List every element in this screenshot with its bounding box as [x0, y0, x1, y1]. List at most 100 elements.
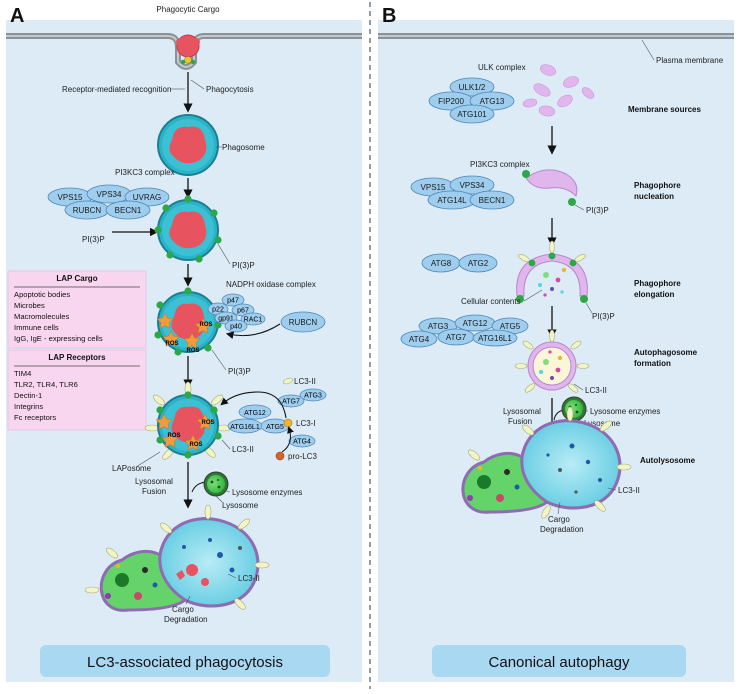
- arrow-lc3-conjugation: [220, 391, 287, 419]
- lc3ii-label-b2: LC3-II: [618, 486, 640, 495]
- lc3i-icon: [283, 418, 293, 428]
- lysosome-a: [203, 471, 229, 497]
- plasma-membrane-label: Plasma membrane: [656, 56, 724, 65]
- cargo-degradation-label-b1: Cargo: [548, 515, 570, 524]
- svg-text:VPS15: VPS15: [421, 183, 446, 192]
- membrane-source-vesicles: [522, 64, 595, 117]
- rac1-protein: [240, 312, 266, 326]
- svg-text:ATG5: ATG5: [500, 322, 521, 331]
- pi3p-label-b1: PI(3)P: [586, 206, 609, 215]
- lysosomal-fusion-label-a2: Fusion: [142, 487, 166, 496]
- lysosome-b: [561, 396, 587, 422]
- step-autophagosome-2: formation: [634, 359, 671, 368]
- phagosome-pi3p: [154, 195, 222, 263]
- panel-a-letter: A: [10, 5, 24, 27]
- phagophore-elongation: [516, 240, 588, 303]
- lap-cargo-title: LAP Cargo: [56, 274, 97, 283]
- ros-label: ROS: [199, 322, 212, 328]
- lap-receptor-item: Integrins: [14, 402, 43, 411]
- ulk-complex-label: ULK complex: [478, 63, 526, 72]
- phagosome-label: Phagosome: [222, 143, 265, 152]
- lap-cargo-item: Microbes: [14, 301, 45, 310]
- ros-label: ROS: [189, 442, 202, 448]
- lysosomal-fusion-label-b1: Lysosomal: [503, 407, 541, 416]
- step-autolysosome: Autolysosome: [640, 456, 696, 465]
- atg-conjugation-a: ATG12 ATG16L1 ATG5 ATG7 ATG3 ATG4: [227, 388, 327, 448]
- svg-text:ATG7: ATG7: [446, 333, 467, 342]
- svg-text:p67: p67: [237, 308, 249, 315]
- svg-text:BECN1: BECN1: [115, 206, 142, 215]
- svg-text:ATG2: ATG2: [468, 259, 489, 268]
- lc3i-label: LC3-I: [296, 419, 316, 428]
- pi3kc3-label-b: PI3KC3 complex: [470, 160, 530, 169]
- atg16l1-protein-b: [472, 329, 518, 347]
- phagocytic-cargo: [176, 34, 200, 65]
- lap-receptor-item: Fc receptors: [14, 413, 56, 422]
- svg-text:gp91: gp91: [218, 316, 234, 323]
- svg-text:ATG3: ATG3: [428, 322, 449, 331]
- ros-label: ROS: [167, 433, 180, 439]
- atg4-protein-b: [400, 330, 438, 348]
- svg-text:UVRAG: UVRAG: [133, 193, 161, 202]
- lap-cargo-item: Apoptotic bodies: [14, 290, 70, 299]
- step-membrane-sources: Membrane sources: [628, 105, 701, 114]
- svg-text:VPS34: VPS34: [97, 190, 122, 199]
- lap-cargo-item: Macromolecules: [14, 312, 69, 321]
- svg-text:ATG101: ATG101: [457, 110, 487, 119]
- panel-b-title-box: [432, 645, 686, 677]
- svg-text:ATG5: ATG5: [266, 424, 284, 431]
- nadph-oxidase-complex: p47 p22 p67 gp91 RAC1 p40: [207, 293, 266, 333]
- becn1-protein-a: [105, 200, 151, 220]
- cellular-contents-label: Cellular contents: [461, 297, 521, 306]
- lc3ii-label-b1: LC3-II: [585, 386, 607, 395]
- arrow-rubcn: [225, 323, 281, 339]
- svg-text:FIP200: FIP200: [438, 97, 464, 106]
- step-elongation-2: elongation: [634, 290, 675, 299]
- rubcn-label: RUBCN: [289, 318, 318, 327]
- lc3ii-label-a2: LC3-II: [294, 377, 316, 386]
- step-autophagosome-1: Autophagosome: [634, 348, 698, 357]
- phagocytosis-label: Phagocytosis: [206, 85, 254, 94]
- svg-text:ATG16L1: ATG16L1: [230, 424, 260, 431]
- panel-a-title-box: [40, 645, 330, 677]
- cargo-degradation-label-a2: Degradation: [164, 615, 208, 624]
- lap-cargo-item: IgG, IgE - expressing cells: [14, 334, 103, 343]
- laposome-label: LAPosome: [112, 464, 152, 473]
- pro-lc3-icon: [275, 451, 285, 461]
- recognition-label: Receptor-mediated recognition: [62, 85, 171, 94]
- svg-text:p22: p22: [212, 307, 224, 314]
- ulk12-protein: [449, 77, 495, 97]
- step-nucleation-2: nucleation: [634, 192, 674, 201]
- pi3p-label-b2: PI(3)P: [592, 312, 615, 321]
- panel-b: B Plasma membrane ULK complex ULK1/2 FIP…: [378, 5, 734, 682]
- phagosome: [157, 114, 219, 176]
- lap-cargo-item: Immune cells: [14, 323, 59, 332]
- p47-protein: [221, 293, 245, 307]
- step-nucleation-1: Phagophore: [634, 181, 681, 190]
- nadph-label: NADPH oxidase complex: [226, 280, 316, 289]
- pi3kc3-complex-b: VPS15 VPS34 ATG14L BECN1: [410, 175, 515, 210]
- lap-receptors-box: LAP Receptors TIM4 TLR2, TLR4, TLR6 Dect…: [7, 349, 147, 431]
- svg-text:ATG13: ATG13: [480, 97, 505, 106]
- svg-text:ATG16L1: ATG16L1: [478, 334, 512, 343]
- svg-text:ATG7: ATG7: [282, 399, 300, 406]
- lap-receptor-item: TLR2, TLR4, TLR6: [14, 380, 78, 389]
- lysosomal-fusion-label-a1: Lysosomal: [135, 477, 173, 486]
- pi3kc3-complex-a: VPS15 VPS34 UVRAG RUBCN BECN1: [47, 184, 170, 220]
- cargo-degradation-label-b2: Degradation: [540, 525, 584, 534]
- svg-text:p40: p40: [230, 324, 242, 331]
- atg3-protein-a: [299, 388, 327, 402]
- lysosome-label-a: Lysosome: [222, 501, 259, 510]
- panel-a: A Phagocytic Cargo Receptor-mediated rec…: [6, 5, 362, 682]
- svg-text:RUBCN: RUBCN: [73, 206, 102, 215]
- pi3p-label-a1: PI(3)P: [232, 261, 255, 270]
- lysosomal-fusion-label-b2: Fusion: [508, 417, 532, 426]
- atg4-protein-a: [288, 434, 316, 448]
- ros-label: ROS: [186, 348, 199, 354]
- p40-protein: [224, 319, 248, 333]
- atg12-protein-a: [238, 404, 272, 420]
- ros-label: ROS: [165, 341, 178, 347]
- laposome: ROS ROS ROS: [144, 381, 232, 460]
- svg-text:ATG14L: ATG14L: [437, 196, 467, 205]
